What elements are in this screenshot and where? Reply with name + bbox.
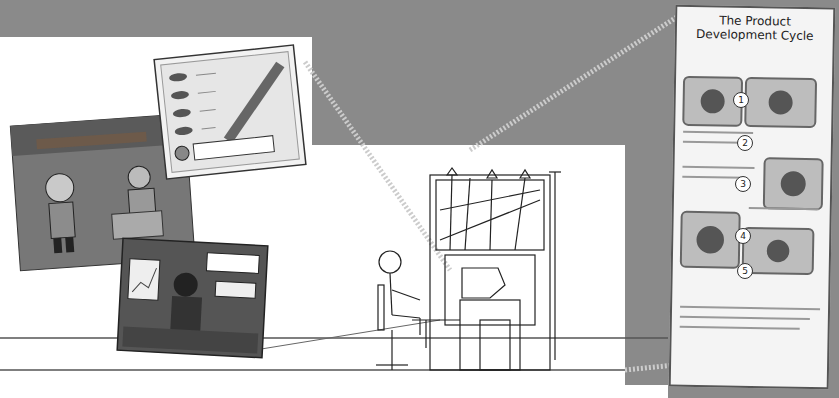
callout-number: 4 — [735, 228, 751, 244]
poster-panels — [671, 7, 834, 388]
callout-number: 3 — [735, 176, 751, 192]
callout-number: 2 — [737, 135, 753, 151]
callout-number: 5 — [737, 263, 753, 279]
callout-number: 1 — [733, 92, 749, 108]
poster-title: The Product Development Cycle — [677, 7, 834, 50]
poster: The Product Development Cycle — [669, 5, 836, 390]
